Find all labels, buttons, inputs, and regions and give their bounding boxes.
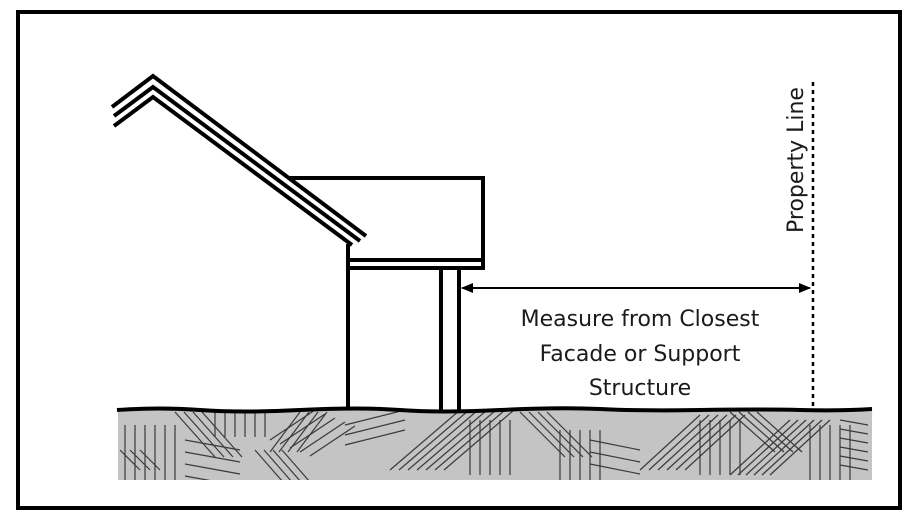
hatch-stroke (184, 463, 241, 475)
roof-line-inner (112, 94, 354, 247)
hatch-stroke (648, 414, 710, 471)
hatch-stroke (753, 419, 815, 476)
measurement-label: Measure from Closest Facade or Support S… (521, 307, 760, 401)
hatch-stroke (738, 411, 785, 453)
hatch-stroke (184, 475, 211, 480)
hatch-stroke (287, 411, 319, 453)
hatch-stroke (729, 411, 776, 453)
measurement-label-line-2: Facade or Support (540, 342, 741, 367)
hatch-stroke (443, 410, 515, 471)
hatch-stroke (289, 417, 336, 449)
hatch-stroke (119, 449, 141, 471)
hatch-stroke (272, 449, 301, 480)
hatch-stroke (344, 410, 406, 426)
hatch-stroke (174, 411, 216, 458)
hatch-stroke (657, 414, 719, 471)
hatch-stroke (639, 414, 701, 471)
ground-line (116, 406, 873, 414)
hatch-stroke (425, 410, 497, 471)
hatch-stroke (263, 449, 292, 480)
hatch-stroke (528, 411, 575, 458)
property-line-label: Property Line (784, 87, 809, 233)
hatch-stroke (839, 437, 869, 444)
hatch-stroke (183, 411, 225, 458)
hatch-stroke (389, 410, 461, 471)
hatch-stroke (184, 439, 241, 451)
hatch-stroke (281, 449, 310, 480)
hatch-stroke (839, 464, 869, 471)
hatch-stroke (589, 463, 641, 475)
hatch-stroke (839, 446, 869, 453)
hatch-stroke (839, 455, 869, 462)
hatch-stroke (839, 419, 869, 426)
hatch-stroke (839, 428, 869, 435)
hatch-stroke (737, 419, 799, 476)
upper-floor (290, 176, 485, 270)
hatch-stroke (589, 451, 641, 463)
roof-line-outer (110, 73, 368, 238)
support-post (439, 268, 461, 410)
hatch-stroke (344, 419, 406, 436)
hatch-stroke (269, 411, 301, 453)
hatch-stroke (589, 439, 641, 451)
hatch-stroke (296, 411, 328, 453)
hatch-stroke (519, 411, 566, 458)
hatch-stroke (278, 411, 310, 453)
hatch-stroke (309, 425, 356, 457)
hatch-stroke (684, 414, 746, 471)
measurement-label-line-3: Structure (589, 376, 691, 401)
hatch-stroke (139, 449, 161, 471)
ground (116, 406, 873, 480)
hatch-stroke (279, 413, 326, 445)
hatch-stroke (254, 449, 283, 480)
hatch-stroke (192, 411, 234, 458)
hatch-stroke (416, 410, 488, 471)
ground-fill (118, 410, 872, 480)
upper-floor-outline (290, 176, 485, 270)
roof-line-middle (112, 84, 362, 243)
hatch-stroke (729, 419, 791, 476)
ground-hatch (119, 410, 869, 480)
hatch-stroke (745, 419, 807, 476)
hatch-stroke (761, 419, 823, 476)
hatch-stroke (666, 414, 728, 471)
roof (110, 73, 368, 247)
hatch-stroke (398, 410, 470, 471)
hatch-stroke (675, 414, 737, 471)
hatch-stroke (344, 429, 406, 446)
hatch-stroke (299, 421, 346, 453)
hatch-stroke (407, 410, 479, 471)
measurement-label-line-1: Measure from Closest (521, 307, 760, 332)
hatch-stroke (129, 449, 151, 471)
hatch-stroke (184, 451, 241, 463)
